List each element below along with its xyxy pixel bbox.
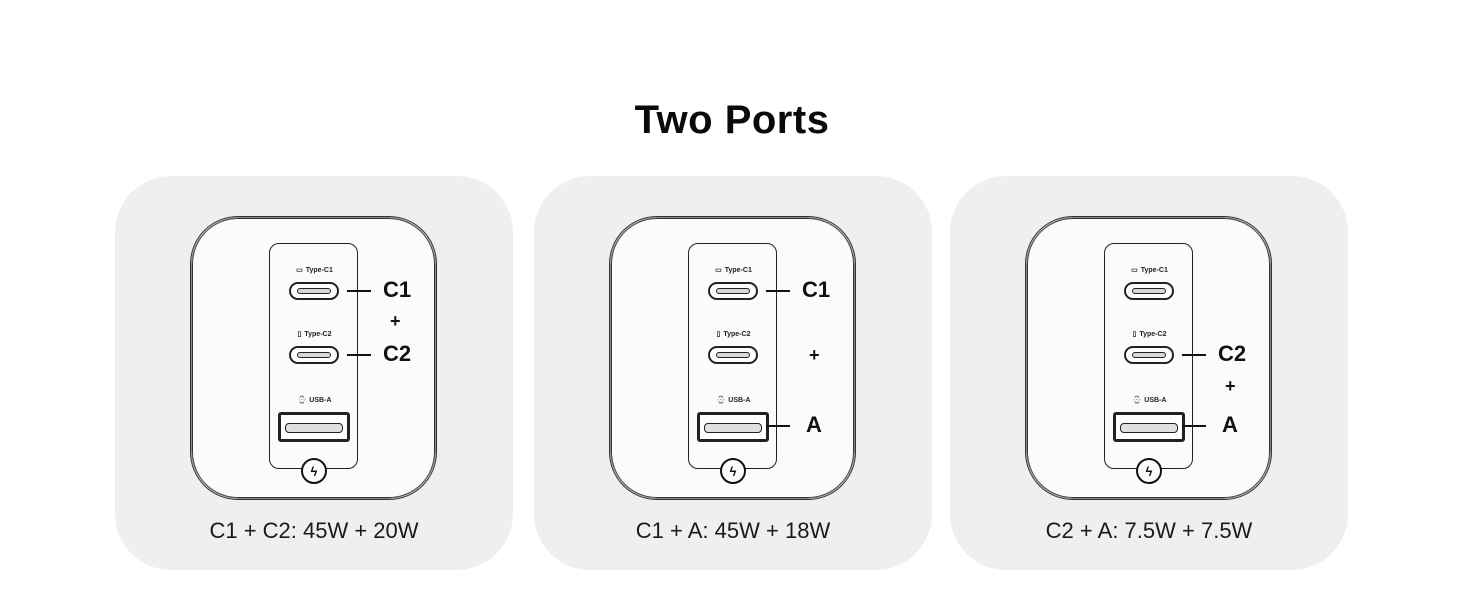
usb-a-port [1113, 412, 1185, 442]
combo-card-c2-a: ▭Type-C1 ▯Type-C2 ⌚USB-A ϟ C2 + A C2 + A… [950, 176, 1348, 570]
type-c1-label: ▭Type-C1 [715, 266, 752, 274]
laptop-icon: ▭ [1131, 267, 1138, 274]
leader-line [1182, 425, 1206, 427]
plus-sign: + [809, 345, 820, 365]
usb-a-label: ⌚USB-A [297, 396, 332, 404]
watch-icon: ⌚ [297, 397, 307, 404]
type-c2-port [289, 346, 339, 364]
port-panel: ▭Type-C1 ▯Type-C2 ⌚USB-A ϟ [1104, 243, 1193, 484]
charger-illustration: ▭Type-C1 ▯Type-C2 ⌚USB-A ϟ C1 + A [609, 216, 856, 500]
fast-charge-logo-icon: ϟ [301, 458, 327, 484]
port-tag: C1 [383, 277, 412, 302]
type-c2-label: ▯Type-C2 [716, 330, 751, 338]
port-tag: A [806, 412, 822, 437]
leader-line [347, 354, 371, 356]
combo-caption: C1 + C2: 45W + 20W [209, 518, 419, 543]
plus-sign: + [1225, 376, 1236, 396]
phone-icon: ▯ [297, 331, 302, 338]
charger-illustration: ▭Type-C1 ▯Type-C2 ⌚USB-A ϟ C1 + C2 [190, 216, 437, 500]
type-c1-port [1124, 282, 1174, 300]
port-tag: C1 [802, 277, 831, 302]
type-c1-label: ▭Type-C1 [296, 266, 333, 274]
plus-sign: + [390, 311, 401, 331]
usb-a-port [697, 412, 769, 442]
combo-caption: C1 + A: 45W + 18W [635, 518, 831, 543]
port-tag: A [1222, 412, 1238, 437]
type-c2-label: ▯Type-C2 [1132, 330, 1167, 338]
type-c2-port [1124, 346, 1174, 364]
fast-charge-logo-icon: ϟ [720, 458, 746, 484]
type-c2-label: ▯Type-C2 [297, 330, 332, 338]
leader-line [766, 290, 790, 292]
laptop-icon: ▭ [715, 267, 722, 274]
type-c1-port [708, 282, 758, 300]
port-tag: C2 [383, 341, 412, 366]
type-c1-label: ▭Type-C1 [1131, 266, 1168, 274]
charger-illustration: ▭Type-C1 ▯Type-C2 ⌚USB-A ϟ C2 + A [1025, 216, 1272, 500]
port-panel: ▭Type-C1 ▯Type-C2 ⌚USB-A ϟ [269, 243, 358, 484]
leader-line [766, 425, 790, 427]
phone-icon: ▯ [716, 331, 721, 338]
port-panel: ▭Type-C1 ▯Type-C2 ⌚USB-A ϟ [688, 243, 777, 484]
laptop-icon: ▭ [296, 267, 303, 274]
usb-a-label: ⌚USB-A [716, 396, 751, 404]
leader-line [1182, 354, 1206, 356]
type-c2-port [708, 346, 758, 364]
usb-a-label: ⌚USB-A [1132, 396, 1167, 404]
combo-caption: C2 + A: 7.5W + 7.5W [1045, 518, 1253, 543]
port-tag: C2 [1218, 341, 1247, 366]
usb-a-port [278, 412, 350, 442]
combo-card-c1-c2: ▭Type-C1 ▯Type-C2 ⌚USB-A ϟ C1 + C2 C1 + … [115, 176, 513, 570]
fast-charge-logo-icon: ϟ [1136, 458, 1162, 484]
watch-icon: ⌚ [716, 397, 726, 404]
type-c1-port [289, 282, 339, 300]
leader-line [347, 290, 371, 292]
page-title: Two Ports [634, 98, 830, 142]
combo-card-c1-a: ▭Type-C1 ▯Type-C2 ⌚USB-A ϟ C1 + A C1 + A… [534, 176, 932, 570]
watch-icon: ⌚ [1132, 397, 1142, 404]
phone-icon: ▯ [1132, 331, 1137, 338]
